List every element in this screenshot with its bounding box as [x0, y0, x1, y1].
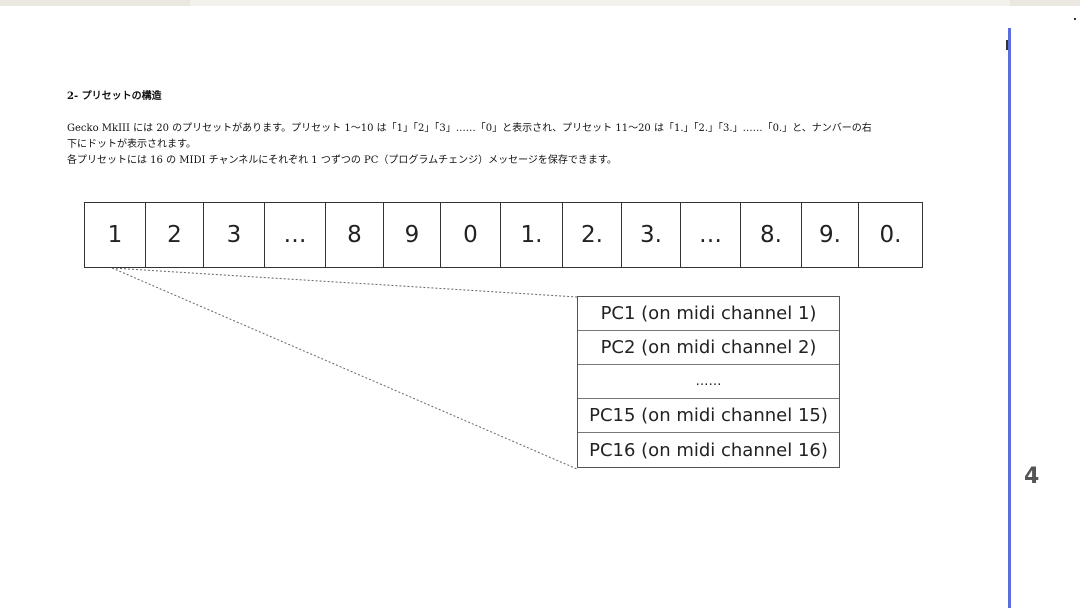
connector-line-top — [111, 267, 578, 298]
preset-cell: 1. — [501, 203, 563, 267]
paragraph-line-2: 下にドットが表示されます。 — [67, 139, 196, 150]
preset-cell: 0. — [879, 222, 902, 248]
corner-mark — [1074, 18, 1076, 20]
preset-cell: 2 — [146, 203, 204, 267]
paragraph-line-1: Gecko MkIII には 20 のプリセットがあります。プリセット 1～10… — [67, 123, 872, 134]
preset-cell: 1 — [85, 203, 146, 267]
preset-cell: … — [681, 203, 741, 267]
divider-tick — [1006, 40, 1008, 50]
pc-row: PC16 (on midi channel 16) — [589, 439, 828, 461]
pc-row: PC2 (on midi channel 2) — [578, 331, 839, 365]
preset-cell: 9. — [802, 203, 859, 267]
page-divider-line — [1008, 28, 1011, 608]
top-page-edge-highlight — [190, 0, 1010, 6]
preset-cell: 2. — [563, 203, 622, 267]
preset-cell: 3 — [204, 203, 265, 267]
preset-number-row: 1 2 3 … 8 9 0 1. 2. 3. … 8. 9. 0. — [84, 202, 923, 268]
preset-cell: 3. — [622, 203, 681, 267]
connector-line-bottom — [111, 267, 578, 470]
pc-row: PC15 (on midi channel 15) — [578, 399, 839, 433]
pc-row: PC1 (on midi channel 1) — [578, 297, 839, 331]
preset-cell: 0 — [441, 203, 501, 267]
section-paragraph: Gecko MkIII には 20 のプリセットがあります。プリセット 1～10… — [67, 121, 947, 169]
paragraph-line-3: 各プリセットには 16 の MIDI チャンネルにそれぞれ 1 つずつの PC（… — [67, 155, 617, 166]
section-heading: 2- プリセットの構造 — [67, 91, 162, 102]
preset-cell: 8. — [741, 203, 802, 267]
preset-cell: 9 — [384, 203, 441, 267]
preset-cell: 8 — [326, 203, 384, 267]
pc-message-table: PC1 (on midi channel 1) PC2 (on midi cha… — [577, 296, 840, 468]
page-number: 4 — [1024, 464, 1040, 489]
pc-row-ellipsis: …… — [578, 365, 839, 399]
preset-cell: … — [265, 203, 326, 267]
